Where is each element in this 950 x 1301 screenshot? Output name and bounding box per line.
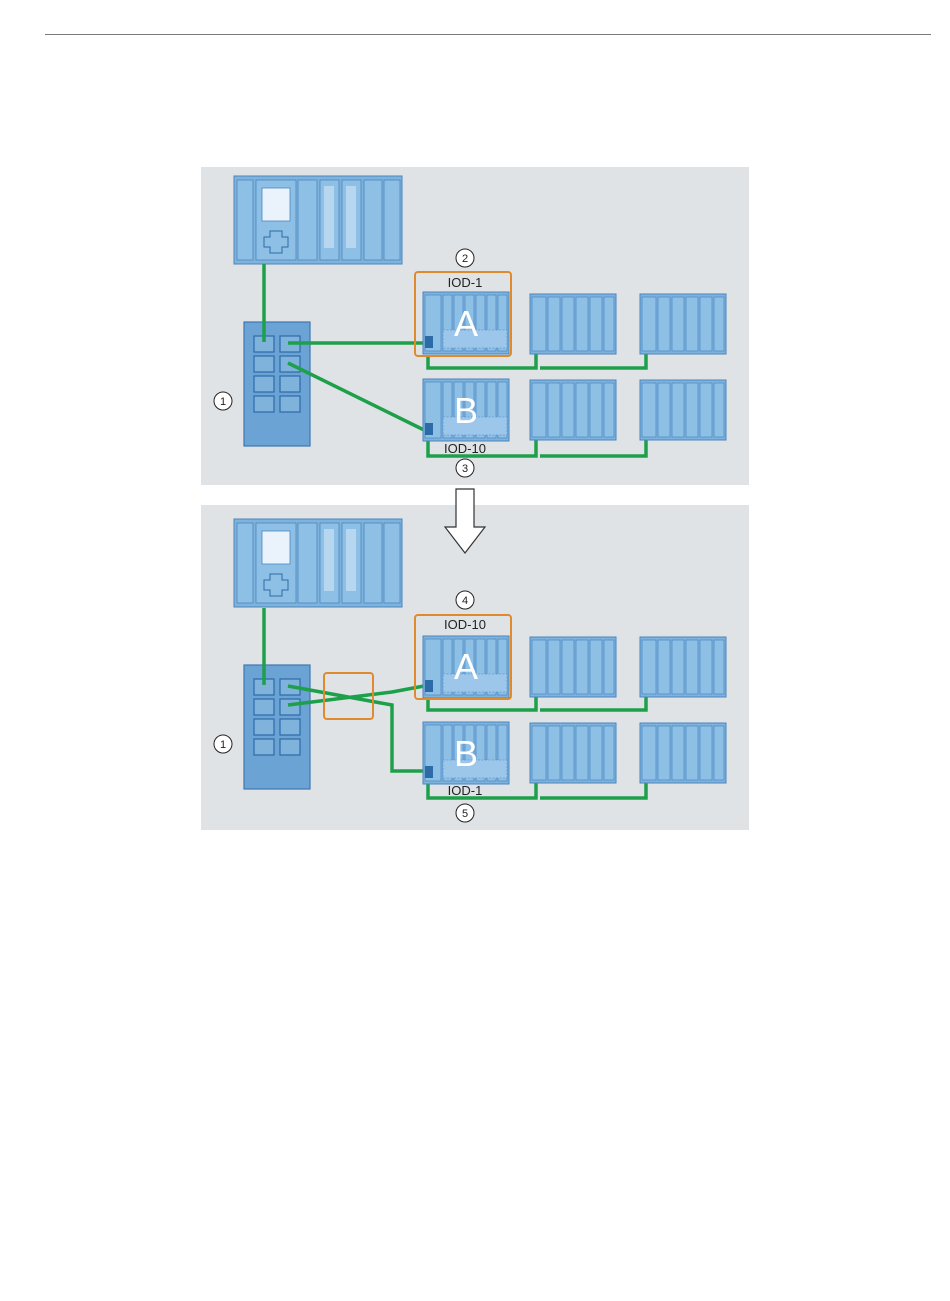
io-module-group (640, 723, 726, 783)
io-module-group (640, 294, 726, 354)
io-module-group (530, 723, 616, 783)
io-module-group (640, 637, 726, 697)
io-module-group (530, 637, 616, 697)
device-name-a: IOD-1 (448, 275, 483, 290)
device-letter-a: A (454, 646, 478, 687)
callout-device-a: 4 (462, 595, 468, 607)
io-module-group (640, 380, 726, 440)
callout-switch: 1 (220, 396, 226, 408)
device-name-b: IOD-10 (444, 441, 486, 456)
callout-device-a: 2 (462, 253, 468, 265)
device-letter-a: A (454, 303, 478, 344)
plc-controller (234, 519, 402, 607)
device-name-b: IOD-1 (448, 783, 483, 798)
down-arrow-icon (445, 489, 485, 553)
device-letter-b: B (454, 733, 478, 774)
callout-switch: 1 (220, 739, 226, 751)
network-switch (244, 665, 310, 789)
callout-device-b: 5 (462, 808, 468, 820)
plc-controller (234, 176, 402, 264)
io-module-group (530, 294, 616, 354)
device-name-a: IOD-10 (444, 617, 486, 632)
io-module-group (530, 380, 616, 440)
callout-device-b: 3 (462, 463, 468, 475)
device-letter-b: B (454, 390, 478, 431)
network-switch (244, 322, 310, 446)
